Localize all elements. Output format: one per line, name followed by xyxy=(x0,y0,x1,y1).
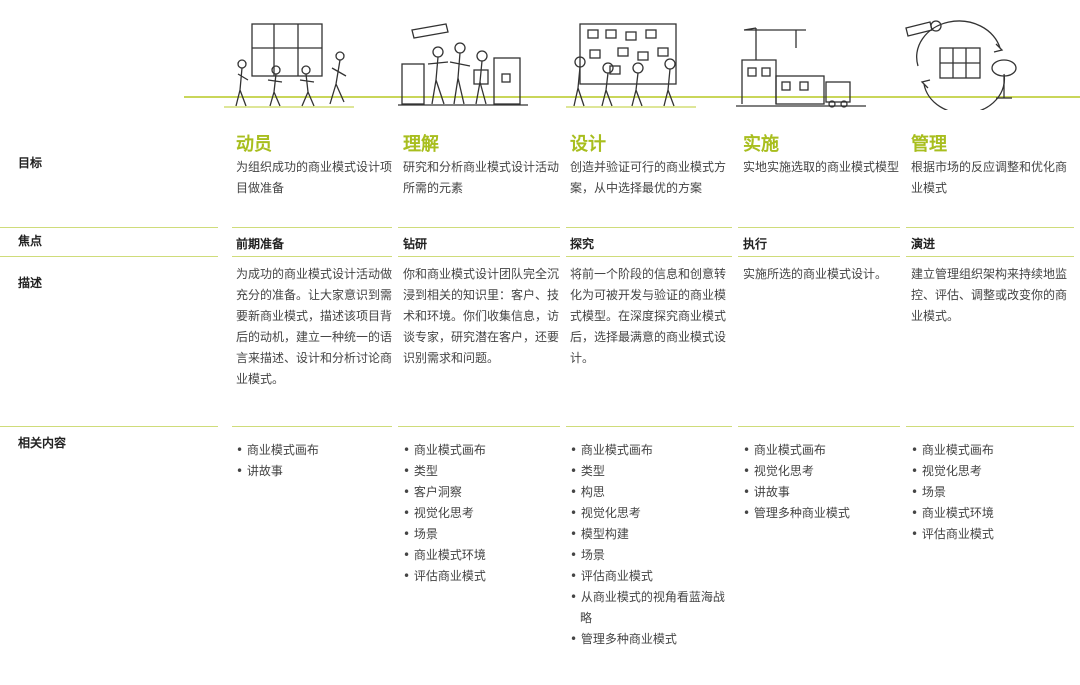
list-item: 讲故事 xyxy=(743,482,899,503)
row-rule xyxy=(398,256,560,257)
phase-title-manage: 管理 xyxy=(911,134,947,155)
list-item: 评估商业模式 xyxy=(403,566,559,587)
phase-description: 实施所选的商业模式设计。 xyxy=(743,267,888,281)
list-item: 客户洞察 xyxy=(403,482,559,503)
phase-focus: 钻研 xyxy=(403,237,428,251)
implement-sketch-icon xyxy=(736,18,866,110)
list-item: 商业模式画布 xyxy=(403,440,559,461)
list-item: 评估商业模式 xyxy=(911,524,1067,545)
list-item: 商业模式画布 xyxy=(743,440,899,461)
phase-focus: 执行 xyxy=(743,237,768,251)
list-item: 类型 xyxy=(403,461,559,482)
related-list: 商业模式画布 类型 客户洞察 视觉化思考 场景 商业模式环境 评估商业模式 xyxy=(403,440,559,587)
list-item: 商业模式画布 xyxy=(570,440,732,461)
design-sketch-icon xyxy=(566,18,696,110)
list-item: 视觉化思考 xyxy=(911,461,1067,482)
related-list: 商业模式画布 类型 构思 视觉化思考 模型构建 场景 评估商业模式 从商业模式的… xyxy=(570,440,732,650)
phase-goal: 研究和分析商业模式设计活动所需的元素 xyxy=(403,160,560,195)
list-item: 管理多种商业模式 xyxy=(570,629,732,650)
row-rule xyxy=(0,426,218,427)
phase-description: 将前一个阶段的信息和创意转化为可被开发与验证的商业模式模型。在深度探究商业模式后… xyxy=(570,267,727,365)
row-rule xyxy=(906,227,1074,228)
phase-focus: 前期准备 xyxy=(236,237,285,251)
row-rule xyxy=(566,256,732,257)
list-item: 场景 xyxy=(911,482,1067,503)
list-item: 商业模式画布 xyxy=(911,440,1067,461)
row-rule xyxy=(0,227,218,228)
related-list: 商业模式画布 视觉化思考 讲故事 管理多种商业模式 xyxy=(743,440,899,524)
related-list: 商业模式画布 视觉化思考 场景 商业模式环境 评估商业模式 xyxy=(911,440,1067,545)
list-item: 模型构建 xyxy=(570,524,732,545)
phase-description: 你和商业模式设计团队完全沉浸到相关的知识里：客户、技术和环境。你们收集信息，访谈… xyxy=(403,267,560,365)
row-rule xyxy=(232,426,392,427)
row-rule xyxy=(232,256,392,257)
header-rule xyxy=(184,96,1080,98)
phase-goal: 根据市场的反应调整和优化商业模式 xyxy=(911,160,1068,195)
phase-title-understand: 理解 xyxy=(403,134,439,155)
row-label-related: 相关内容 xyxy=(18,436,67,450)
list-item: 构思 xyxy=(570,482,732,503)
list-item: 商业模式画布 xyxy=(236,440,394,461)
understand-sketch-icon xyxy=(398,18,528,110)
list-item: 视觉化思考 xyxy=(743,461,899,482)
list-item: 类型 xyxy=(570,461,732,482)
phase-title-design: 设计 xyxy=(570,134,606,155)
row-rule xyxy=(906,426,1074,427)
related-list: 商业模式画布 讲故事 xyxy=(236,440,394,482)
row-rule xyxy=(398,227,560,228)
row-rule xyxy=(906,256,1074,257)
list-item: 视觉化思考 xyxy=(403,503,559,524)
row-rule xyxy=(398,426,560,427)
manage-sketch-icon xyxy=(900,18,1030,110)
row-rule xyxy=(738,227,900,228)
phase-goal: 为组织成功的商业模式设计项目做准备 xyxy=(236,160,393,195)
row-rule xyxy=(0,256,218,257)
list-item: 视觉化思考 xyxy=(570,503,732,524)
row-rule xyxy=(232,227,392,228)
list-item: 场景 xyxy=(570,545,732,566)
row-label-goal: 目标 xyxy=(18,156,43,170)
row-label-focus: 焦点 xyxy=(18,234,43,248)
phase-goal: 实地实施选取的商业模式模型 xyxy=(743,160,900,174)
phase-goal: 创造并验证可行的商业模式方案，从中选择最优的方案 xyxy=(570,160,727,195)
list-item: 从商业模式的视角看蓝海战略 xyxy=(570,587,732,629)
list-item: 商业模式环境 xyxy=(403,545,559,566)
list-item: 管理多种商业模式 xyxy=(743,503,899,524)
phase-title-mobilize: 动员 xyxy=(236,134,272,155)
row-rule xyxy=(738,426,900,427)
row-rule xyxy=(738,256,900,257)
list-item: 商业模式环境 xyxy=(911,503,1067,524)
row-rule xyxy=(566,227,732,228)
phase-focus: 探究 xyxy=(570,237,595,251)
phase-focus: 演进 xyxy=(911,237,936,251)
list-item: 评估商业模式 xyxy=(570,566,732,587)
mobilize-sketch-icon xyxy=(224,18,354,110)
phase-title-implement: 实施 xyxy=(743,134,779,155)
phase-description: 建立管理组织架构来持续地监控、评估、调整或改变你的商业模式。 xyxy=(911,267,1068,323)
row-label-description: 描述 xyxy=(18,276,43,290)
row-rule xyxy=(566,426,732,427)
list-item: 讲故事 xyxy=(236,461,394,482)
list-item: 场景 xyxy=(403,524,559,545)
phase-description: 为成功的商业模式设计活动做充分的准备。让大家意识到需要新商业模式，描述该项目背后… xyxy=(236,267,393,386)
